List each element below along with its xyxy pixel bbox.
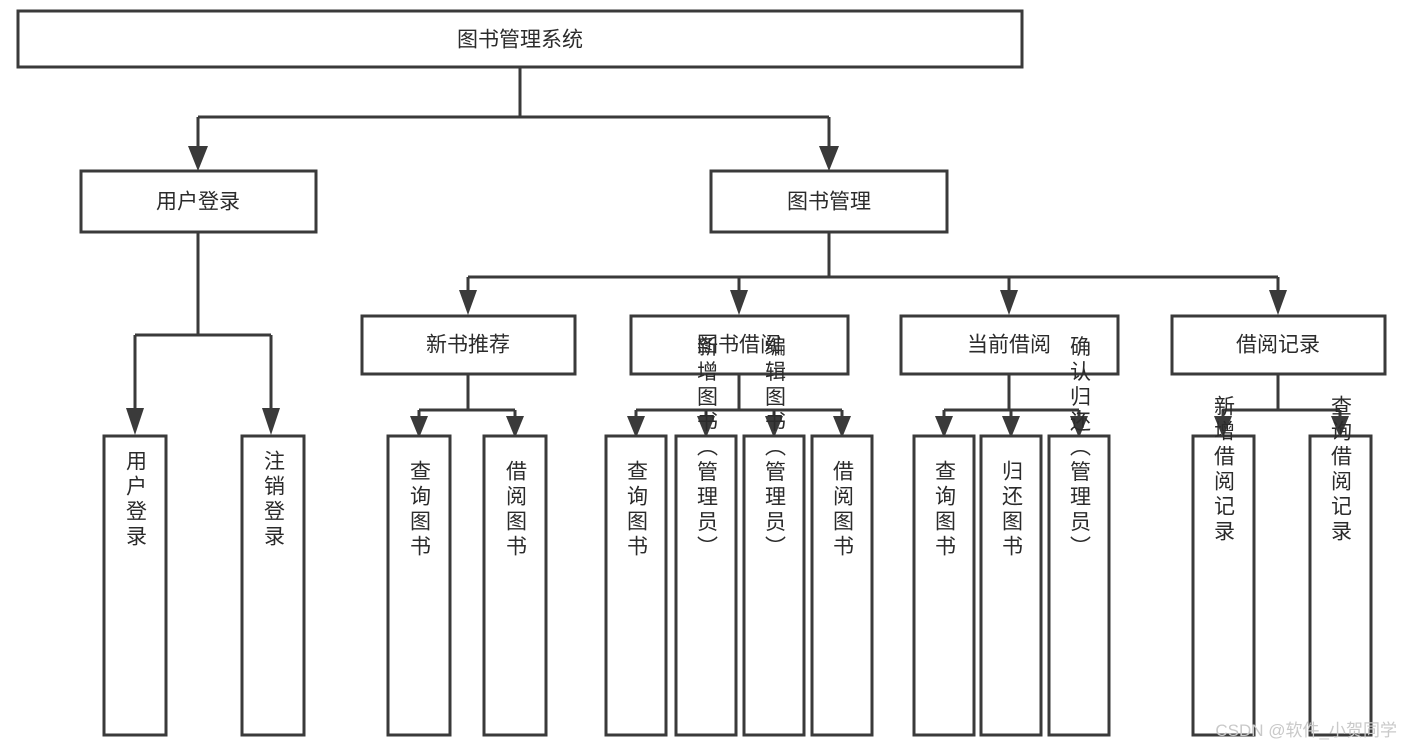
arrow-head-leaf-user-logout [262, 408, 280, 435]
arrow-head-leaf-query-book-3 [935, 416, 953, 438]
node-leaf-user-logout[interactable]: 注销登录 [240, 434, 306, 737]
arrow-head-book-borrow [730, 290, 748, 315]
node-leaf-query-record-label: 查询借阅记录 [1329, 395, 1353, 545]
node-book-borrow[interactable]: 图书借阅 [629, 314, 850, 376]
node-book-borrow-box[interactable] [629, 314, 850, 376]
node-leaf-return-book-label: 归还图书 [1000, 460, 1024, 560]
node-leaf-query-book-3-box[interactable] [912, 434, 976, 737]
connector-group-user-login [126, 232, 280, 435]
node-leaf-user-logout-box[interactable] [240, 434, 306, 737]
arrow-head-leaf-borrow-book-1 [506, 416, 524, 438]
node-leaf-borrow-book-2-box[interactable] [810, 434, 874, 737]
node-leaf-query-book-2-label: 查询图书 [625, 460, 649, 560]
arrow-head-leaf-borrow-book-2 [833, 416, 851, 438]
node-borrow-record-box[interactable] [1170, 314, 1387, 376]
connector-group-new-book-rec [410, 375, 524, 438]
arrow-head-current-borrow [1000, 290, 1018, 315]
arrow-head-leaf-confirm-return [1070, 416, 1088, 438]
connector-group-root [188, 67, 839, 171]
node-leaf-add-record-box[interactable] [1191, 434, 1256, 737]
node-user-login-box[interactable] [79, 169, 318, 234]
node-leaf-user-login-box[interactable] [102, 434, 168, 737]
node-user-login[interactable]: 用户登录 [79, 169, 318, 234]
node-root-label: 图书管理系统 [457, 29, 583, 52]
arrow-head-book-manage [819, 146, 839, 171]
arrow-head-leaf-query-record [1331, 416, 1349, 438]
node-leaf-add-book-label: 新增图书（管理员） [695, 336, 719, 561]
arrow-head-new-book-rec [459, 290, 477, 315]
node-leaf-user-login-label: 用户登录 [124, 450, 148, 550]
arrow-head-leaf-query-book-1 [410, 416, 428, 438]
csdn-watermark: CSDN @软件_小贺同学 [1215, 721, 1397, 740]
node-root-box[interactable] [16, 9, 1024, 69]
node-leaf-query-book-2-box[interactable] [604, 434, 668, 737]
connector-group-book-borrow [627, 375, 851, 438]
node-new-book-rec-label: 新书推荐 [426, 334, 510, 357]
node-leaf-borrow-book-2-label: 借阅图书 [831, 460, 855, 560]
node-leaf-edit-book-label: 编辑图书（管理员） [763, 336, 787, 561]
connector-group-current-borrow [935, 375, 1088, 438]
node-borrow-record-label: 借阅记录 [1236, 334, 1320, 357]
arrow-head-leaf-query-book-2 [627, 416, 645, 438]
arrow-head-user-login [188, 146, 208, 171]
node-leaf-confirm-return[interactable]: 确认归还（管理员） [1047, 336, 1111, 737]
node-borrow-record[interactable]: 借阅记录 [1170, 314, 1387, 376]
node-leaf-return-book-box[interactable] [979, 434, 1043, 737]
node-leaf-user-login[interactable]: 用户登录 [102, 434, 168, 737]
arrow-head-leaf-add-book [697, 416, 715, 438]
node-leaf-return-book[interactable]: 归还图书 [979, 434, 1043, 737]
node-leaf-query-book-1[interactable]: 查询图书 [386, 434, 452, 737]
node-leaf-query-book-2[interactable]: 查询图书 [604, 434, 668, 737]
node-leaf-borrow-book-1[interactable]: 借阅图书 [482, 434, 548, 737]
node-current-borrow[interactable]: 当前借阅 [899, 314, 1120, 376]
arrow-head-leaf-user-login [126, 408, 144, 435]
arrow-head-leaf-return-book [1002, 416, 1020, 438]
node-leaf-add-record[interactable]: 新增借阅记录 [1191, 395, 1256, 737]
node-leaf-borrow-book-1-label: 借阅图书 [504, 460, 528, 560]
node-book-manage-box[interactable] [709, 169, 949, 234]
node-leaf-query-record[interactable]: 查询借阅记录 [1308, 395, 1373, 737]
node-leaf-user-logout-label: 注销登录 [262, 450, 286, 550]
node-book-borrow-label: 图书借阅 [697, 334, 781, 357]
node-current-borrow-box[interactable] [899, 314, 1120, 376]
node-leaf-edit-book[interactable]: 编辑图书（管理员） [742, 336, 806, 737]
node-leaf-borrow-book-1-box[interactable] [482, 434, 548, 737]
node-leaf-query-book-1-label: 查询图书 [408, 460, 432, 560]
node-book-manage-label: 图书管理 [787, 191, 871, 214]
node-leaf-query-book-3-label: 查询图书 [933, 460, 957, 560]
node-leaf-borrow-book-2[interactable]: 借阅图书 [810, 434, 874, 737]
arrow-head-leaf-edit-book [765, 416, 783, 438]
node-leaf-edit-book-box[interactable] [742, 434, 806, 737]
arrow-head-leaf-add-record [1214, 416, 1232, 438]
node-current-borrow-label: 当前借阅 [967, 334, 1051, 357]
node-root[interactable]: 图书管理系统 [16, 9, 1024, 69]
connector-group-borrow-record [1214, 375, 1349, 438]
node-leaf-query-record-box[interactable] [1308, 434, 1373, 737]
node-user-login-label: 用户登录 [156, 191, 240, 214]
node-leaf-query-book-1-box[interactable] [386, 434, 452, 737]
arrow-head-borrow-record [1269, 290, 1287, 315]
node-leaf-confirm-return-box[interactable] [1047, 434, 1111, 737]
node-book-manage[interactable]: 图书管理 [709, 169, 949, 234]
connector-group-book-manage [459, 232, 1287, 315]
node-new-book-rec[interactable]: 新书推荐 [360, 314, 577, 376]
node-leaf-confirm-return-label: 确认归还（管理员） [1068, 336, 1092, 561]
node-leaf-add-record-label: 新增借阅记录 [1212, 395, 1236, 545]
node-leaf-query-book-3[interactable]: 查询图书 [912, 434, 976, 737]
node-leaf-add-book-box[interactable] [674, 434, 738, 737]
node-leaf-add-book[interactable]: 新增图书（管理员） [674, 336, 738, 737]
node-new-book-rec-box[interactable] [360, 314, 577, 376]
